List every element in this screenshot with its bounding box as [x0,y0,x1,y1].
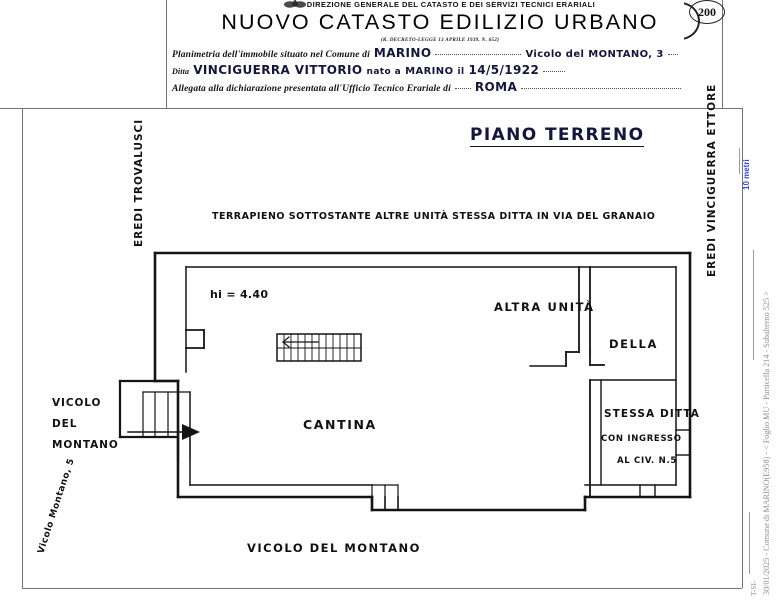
registry-code: T-SI- [749,580,758,596]
coat-of-arms-icon [283,0,307,8]
form-row-ditta: Ditta VINCIGUERRA VITTORIO nato a MARINO… [172,61,720,78]
scale-note: 10 metri [742,159,751,190]
plan-label-street-left-1: VICOLO [52,397,102,409]
form-value-ditta[interactable]: VINCIGUERRA VITTORIO [193,63,363,77]
form-value-birthdate[interactable]: 14/5/1922 [468,63,540,77]
sheet-rule-foot [22,588,742,589]
plan-label-street-left-2: DEL [52,418,78,430]
registry-rule-2 [749,512,750,574]
form-value-comune[interactable]: MARINO [373,46,432,60]
plan-title: PIANO TERRENO [470,125,645,147]
sheet-rule-left [166,0,167,108]
form-value-ufficio[interactable]: ROMA [474,80,518,94]
sheet-rule-outer-left [22,108,23,588]
department-line: DIREZIONE GENERALE DEL CATASTO E DEI SER… [306,0,596,9]
form-label-ditta: Ditta [172,67,190,76]
dotted-fill-1 [435,54,522,55]
plan-label-top-note: TERRAPIENO SOTTOSTANTE ALTRE UNITÀ STESS… [212,211,656,222]
sheet-rule-outer-right [742,108,743,588]
registry-line: 30/01/2025 - Comune di MARINO(E958) - < … [762,291,771,595]
form-value-address[interactable]: Vicolo del MONTANO, 3 [525,49,664,60]
form-row-comune: Planimetria dell'immobile situato nel Co… [172,44,720,61]
scale-tick-top [739,148,740,174]
plan-label-right-boundary: EREDI VINCIGUERRA ETTORE [706,83,718,277]
plan-label-right-note-3: STESSA DITTA [604,408,701,420]
form-label-comune: Planimetria dell'immobile situato nel Co… [172,50,370,60]
plan-label-bottom-street: VICOLO DEL MONTANO [247,541,421,555]
plan-label-street-left-3: MONTANO [52,439,119,451]
registry-rule [753,250,754,360]
plan-label-right-note-5: AL CIV. N.5 [617,456,677,466]
plan-label-left-boundary: EREDI TROVALUSCI [133,118,145,247]
plan-label-right-note-2: DELLA [609,337,658,351]
form-label-il: il [457,67,465,77]
decree-subtitle: (R. DECRETO-LEGGE 13 APRILE 1939, N. 652… [380,37,500,43]
dotted-fill-3a [454,88,471,89]
dotted-fill-3 [521,88,682,89]
form-value-birthplace[interactable]: MARINO [405,66,454,77]
form-row-ufficio: Allegata alla dichiarazione presentata a… [172,78,720,95]
plan-label-height: hi = 4.40 [210,288,269,301]
document-header: DIREZIONE GENERALE DEL CATASTO E DEI SER… [160,0,720,43]
plan-label-right-note-4: CON INGRESSO [601,434,682,444]
form-label-nato: nato a [366,67,402,77]
form-label-ufficio: Allegata alla dichiarazione presentata a… [172,84,451,94]
plan-label-room-main: CANTINA [303,417,377,432]
sheet-rule-right [722,0,723,108]
page-title: NUOVO CATASTO EDILIZIO URBANO [221,10,659,34]
form-block: Planimetria dell'immobile situato nel Co… [172,44,720,95]
stamp-number: 200 [689,0,725,24]
plan-label-right-note-1: ALTRA UNITÀ [494,300,595,314]
dotted-fill-1b [667,54,678,55]
sheet-rule-bottom [0,108,742,109]
dotted-fill-2 [543,71,566,72]
